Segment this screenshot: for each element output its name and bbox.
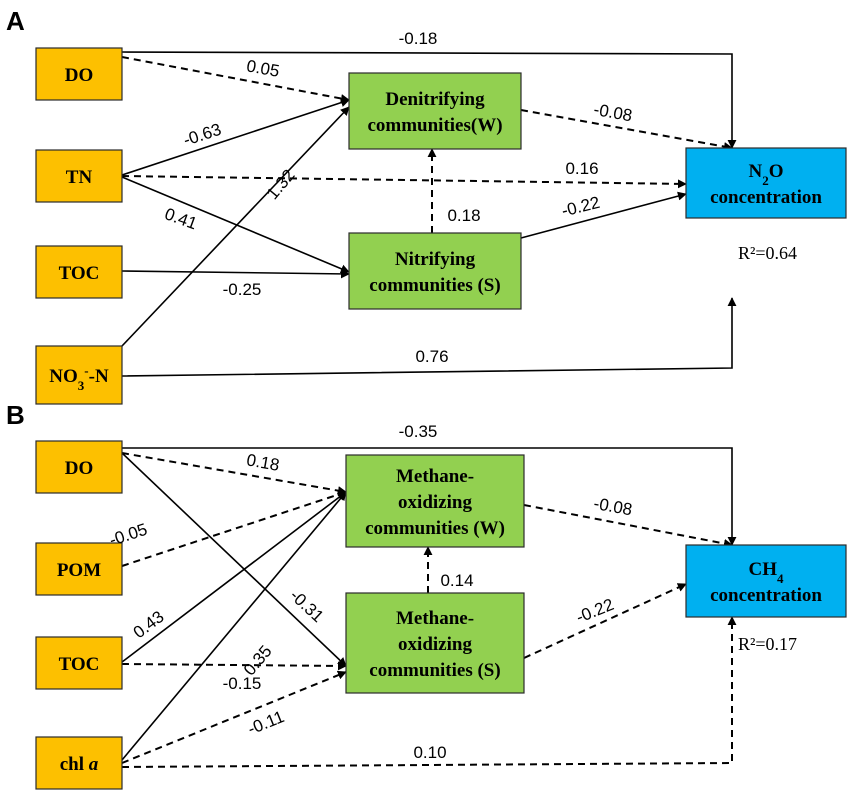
node-label-b-pom: POM bbox=[57, 560, 101, 581]
node-label-b-ch4-line-2: concentration bbox=[710, 585, 822, 606]
node-label-a-nit-line-2: communities (S) bbox=[369, 275, 500, 296]
edge-a-tn-nit bbox=[121, 176, 350, 274]
coef-label-b-mos-mow: 0.14 bbox=[440, 571, 473, 590]
coef-label-a-nit-n2o: -0.22 bbox=[560, 193, 602, 221]
node-label-a-den-line-2: communities(W) bbox=[367, 115, 502, 136]
node-box-a-no3 bbox=[35, 345, 123, 405]
node-label-a-n2o-line-2: concentration bbox=[710, 187, 822, 208]
edge-a-tn-den bbox=[121, 98, 350, 176]
node-label-b-ch4-line-1: CH4 bbox=[749, 559, 785, 586]
edge-b-pom-mow bbox=[121, 490, 347, 567]
node-box-b-ch4 bbox=[685, 544, 847, 618]
node-b-toc: TOC bbox=[35, 636, 123, 690]
coef-label-b-pom-mow: -0.05 bbox=[107, 520, 150, 550]
edge-a-nit-n2o bbox=[520, 191, 687, 239]
edge-a-do-den bbox=[121, 56, 350, 103]
coef-label-a-den-n2o: -0.08 bbox=[592, 100, 633, 125]
r-squared-a: R²=0.64 bbox=[738, 243, 797, 263]
node-box-b-pom bbox=[35, 542, 123, 596]
edge-b-toc-mow bbox=[121, 491, 347, 663]
node-b-mow: Methane-oxidizing communities (W) bbox=[345, 454, 525, 548]
node-a-den: Denitrifying communities(W) bbox=[348, 72, 522, 150]
edge-a-do-n2o bbox=[121, 51, 737, 149]
edge-a-no3-den bbox=[121, 106, 350, 347]
r-squared-b: R²=0.17 bbox=[738, 634, 797, 654]
coef-label-b-mow-ch4: -0.08 bbox=[592, 494, 633, 519]
node-label-b-mow-line-1: Methane- bbox=[396, 466, 474, 487]
node-box-b-mos bbox=[345, 592, 525, 694]
node-label-b-toc: TOC bbox=[59, 654, 100, 675]
node-a-do: DO bbox=[35, 47, 123, 101]
coef-label-b-do-mos: -0.31 bbox=[286, 586, 327, 626]
node-box-b-toc bbox=[35, 636, 123, 690]
coef-label-a-tn-nit: 0.41 bbox=[162, 204, 200, 233]
node-a-toc: TOC bbox=[35, 245, 123, 299]
node-label-a-nit-line-1: Nitrifying bbox=[395, 249, 476, 270]
node-label-a-no3: NO3--N bbox=[49, 363, 109, 393]
node-box-b-do bbox=[35, 440, 123, 494]
node-label-b-mos-line-3: communities (S) bbox=[369, 660, 500, 681]
panel-label-b: B bbox=[6, 400, 25, 430]
node-box-a-nit bbox=[348, 232, 522, 310]
edge-b-toc-mos bbox=[121, 661, 347, 671]
coef-label-b-do-mow: 0.18 bbox=[245, 450, 281, 474]
coef-label-a-tn-den: -0.63 bbox=[181, 120, 224, 150]
edge-b-do-mos bbox=[121, 452, 347, 667]
node-box-a-toc bbox=[35, 245, 123, 299]
coef-label-b-chl-mos: -0.11 bbox=[245, 707, 287, 739]
coef-label-a-tn-n2o: 0.16 bbox=[565, 159, 598, 178]
coef-label-a-no3-n2o: 0.76 bbox=[415, 347, 448, 366]
coef-label-b-toc-mos: -0.15 bbox=[223, 674, 262, 693]
node-b-pom: POM bbox=[35, 542, 123, 596]
node-label-a-toc: TOC bbox=[59, 263, 100, 284]
node-a-tn: TN bbox=[35, 149, 123, 203]
node-a-nit: Nitrifying communities (S) bbox=[348, 232, 522, 310]
node-label-b-mow-line-3: communities (W) bbox=[365, 518, 505, 539]
node-label-a-tn: TN bbox=[66, 167, 93, 188]
edge-b-mos-ch4 bbox=[523, 583, 687, 659]
coef-label-a-do-n2o: -0.18 bbox=[399, 29, 438, 48]
coef-label-b-chl-ch4: 0.10 bbox=[413, 743, 446, 762]
node-box-a-den bbox=[348, 72, 522, 150]
node-box-a-n2o bbox=[685, 147, 847, 219]
panel-label-a: A bbox=[6, 6, 25, 36]
node-label-a-n2o-line-1: N2O bbox=[748, 161, 783, 188]
node-a-no3: NO3--N bbox=[35, 345, 123, 405]
edges-layer bbox=[121, 51, 737, 768]
node-label-b-mow-line-2: oxidizing bbox=[398, 492, 472, 513]
coef-label-b-mos-ch4: -0.22 bbox=[573, 595, 616, 627]
edge-b-do-mow bbox=[121, 452, 347, 496]
coef-label-b-toc-mow: 0.43 bbox=[130, 607, 168, 642]
node-b-mos: Methane-oxidizing communities (S) bbox=[345, 592, 525, 694]
node-label-a-den-line-1: Denitrifying bbox=[385, 89, 485, 110]
edge-b-chl-mow bbox=[121, 491, 347, 761]
node-label-a-do: DO bbox=[65, 65, 94, 86]
node-box-a-do bbox=[35, 47, 123, 101]
node-label-b-mos-line-2: oxidizing bbox=[398, 634, 472, 655]
node-box-b-mow bbox=[345, 454, 525, 548]
node-label-b-chl: chl a bbox=[60, 754, 99, 775]
edge-a-no3-n2o bbox=[121, 297, 737, 377]
coef-label-a-do-den: 0.05 bbox=[245, 56, 281, 80]
node-label-b-mos-line-1: Methane- bbox=[396, 608, 474, 629]
node-label-b-do: DO bbox=[65, 458, 94, 479]
node-b-do: DO bbox=[35, 440, 123, 494]
edge-a-toc-nit bbox=[121, 269, 350, 279]
edge-b-do-ch4 bbox=[122, 447, 737, 546]
node-box-a-tn bbox=[35, 149, 123, 203]
coef-label-a-no3-den: 1.32 bbox=[263, 166, 299, 204]
coef-label-b-do-ch4: -0.35 bbox=[399, 422, 438, 441]
node-b-chl: chl a bbox=[35, 736, 123, 790]
edge-a-tn-n2o bbox=[121, 175, 687, 189]
edge-b-chl-mos bbox=[121, 670, 347, 764]
coef-label-a-nit-den: 0.18 bbox=[447, 206, 480, 225]
coef-label-a-toc-nit: -0.25 bbox=[223, 280, 262, 299]
nodes-layer: DO TN TOC NO3--N Denitrifying communities(W) N… bbox=[35, 47, 847, 790]
node-box-b-chl bbox=[35, 736, 123, 790]
